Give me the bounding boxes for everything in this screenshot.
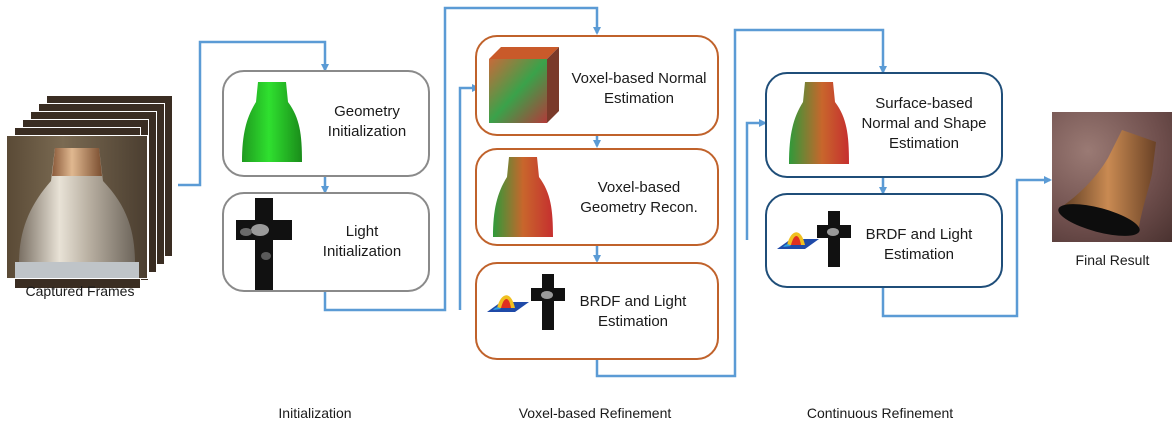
geometry-initialization-box: Geometry Initialization	[222, 70, 430, 177]
arrow-feedback-voxel	[458, 84, 480, 310]
captured-frames-label: Captured Frames	[25, 283, 135, 299]
light-map-small-thumbnail-2	[817, 211, 851, 267]
voxel-normal-estimation-box: Voxel-based Normal Estimation	[475, 35, 719, 136]
voxel-cube-thumbnail	[489, 47, 559, 123]
voxel-brdf-light-box: BRDF and Light Estimation	[475, 262, 719, 360]
surface-normal-shape-box: Surface-based Normal and Shape Estimatio…	[765, 72, 1003, 178]
surface-geometry-thumbnail	[789, 82, 849, 164]
light-initialization-label: Light Initialization	[322, 223, 402, 260]
continuous-brdf-light-label: BRDF and Light Estimation	[865, 226, 973, 263]
captured-frame-photo	[6, 135, 148, 279]
light-initialization-box: Light Initialization	[222, 192, 430, 292]
arrow-frames-to-geometry	[178, 40, 329, 187]
final-result-image	[1052, 112, 1172, 242]
arrow-voxel-to-continuous	[595, 28, 887, 378]
light-map-small-thumbnail	[531, 274, 565, 330]
captured-frames-stack	[6, 95, 178, 289]
voxel-brdf-light-label: BRDF and Light Estimation	[579, 293, 687, 330]
voxel-geometry-recon-label: Voxel-based Geometry Recon.	[580, 179, 698, 216]
stage-voxel-refinement-label: Voxel-based Refinement	[518, 405, 672, 421]
arrow-feedback-continuous	[745, 119, 767, 240]
arrow-continuous-to-result	[881, 176, 1052, 318]
stage-initialization-label: Initialization	[278, 405, 352, 421]
voxel-normal-estimation-label: Voxel-based Normal Estimation	[571, 70, 707, 107]
colored-geometry-thumbnail	[493, 157, 553, 237]
green-geometry-thumbnail	[242, 82, 302, 162]
final-result-label: Final Result	[1075, 252, 1150, 268]
surface-normal-shape-label: Surface-based Normal and Shape Estimatio…	[861, 95, 987, 152]
continuous-brdf-light-box: BRDF and Light Estimation	[765, 193, 1003, 288]
geometry-initialization-label: Geometry Initialization	[327, 103, 407, 140]
arrow-light-to-voxel-normal	[323, 6, 601, 312]
voxel-geometry-recon-box: Voxel-based Geometry Recon.	[475, 148, 719, 246]
brdf-lobe-thumbnail	[487, 295, 529, 312]
brdf-lobe-thumbnail-2	[777, 232, 819, 249]
light-map-thumbnail	[236, 198, 292, 290]
stage-continuous-refinement-label: Continuous Refinement	[806, 405, 954, 421]
